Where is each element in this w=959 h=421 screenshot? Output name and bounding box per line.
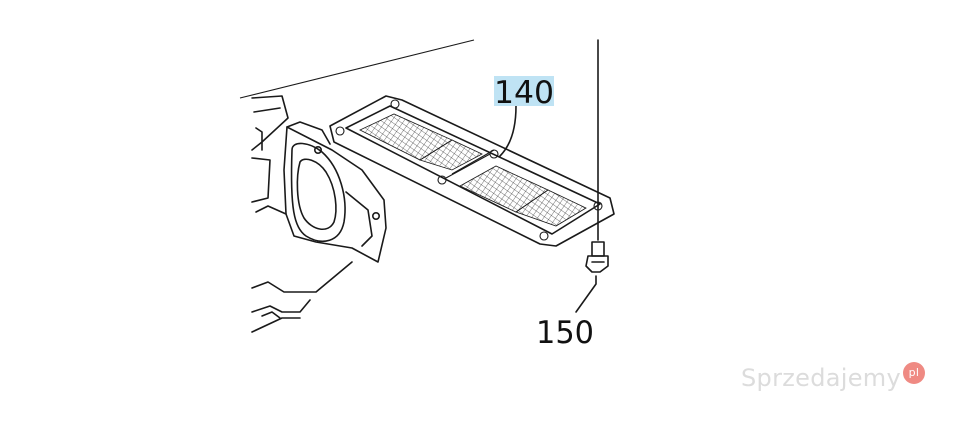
bolt bbox=[585, 39, 609, 273]
callout-150-label: 150 bbox=[536, 315, 594, 351]
callout-140-highlight bbox=[494, 76, 554, 106]
duct-housing bbox=[251, 95, 387, 333]
callout-140-label: 140 bbox=[494, 75, 554, 111]
panel-edge-line bbox=[239, 39, 475, 99]
gasket-plate bbox=[329, 95, 615, 247]
watermark-badge: pl bbox=[902, 362, 925, 384]
watermark-text: Sprzedajemy bbox=[741, 364, 901, 392]
callout-150-leader bbox=[575, 275, 597, 313]
callout-140-leader bbox=[499, 105, 517, 157]
